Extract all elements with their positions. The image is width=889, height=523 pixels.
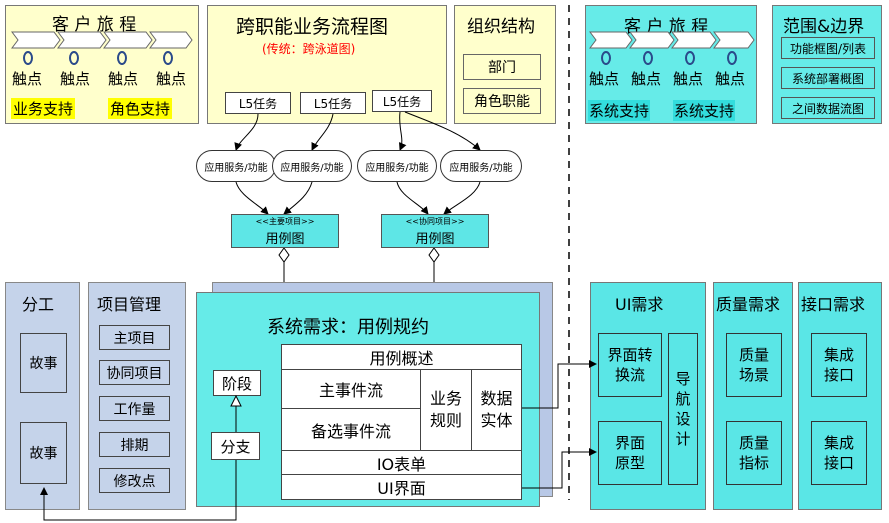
screen-flow-box: 界面转换流 [598,333,662,397]
story-box: 故事 [20,422,67,484]
touchpoint-label: 触点 [673,70,704,88]
touchpoint-label: 触点 [715,70,746,88]
pm-item: 工作量 [99,396,170,421]
usecase-overview: 用例概述 [281,344,522,370]
system-support-label: 系统支持 [673,100,736,121]
touchpoint-label: 触点 [60,70,91,88]
touchpoint-label: 触点 [631,70,662,88]
usecase-coop-box: <<协同项目>> 用例图 [381,214,489,248]
scope-item: 之间数据流图 [781,97,875,119]
usecase-main-stereotype: <<主要项目>> [255,217,315,226]
integration-label: 集成接口 [823,346,854,384]
ui-req-title: UI需求 [615,295,664,314]
usecase-main-label: 用例图 [265,232,305,247]
journey-right-panel: 客 户 旅 程 触点 触点 触点 触点 系统支持 系统支持 [585,5,757,124]
system-support-label: 系统支持 [588,100,651,121]
journey-left-title: 客 户 旅 程 [52,15,137,35]
business-rules: 业务规则 [420,369,472,451]
l5-task-box: L5任务 [372,90,432,112]
quality-title: 质量需求 [716,295,781,314]
app-service-pill: 应用服务/功能 [196,150,276,182]
touchpoint-label: 触点 [108,70,139,88]
interface-title: 接口需求 [801,295,866,314]
nav-design-box: 导航设计 [668,333,698,485]
story-box: 故事 [20,333,67,393]
integration-box: 集成接口 [811,333,867,397]
nav-design-label: 导航设计 [675,370,691,448]
touchpoint-label: 触点 [589,70,620,88]
quality-metric-box: 质量指标 [726,421,782,485]
branch-box: 分支 [211,432,260,460]
scope-item: 系统部署概图 [781,67,875,89]
org-title: 组织结构 [467,17,535,37]
l5-task-box: L5任务 [300,92,366,114]
screen-flow-label: 界面转换流 [607,346,653,384]
department-box: 部门 [463,54,541,80]
pm-item: 协同项目 [99,360,170,385]
spec-title: 系统需求：用例规约 [267,317,429,338]
touchpoint-label: 触点 [156,70,187,88]
usecase-main-box: <<主要项目>> 用例图 [231,214,339,248]
pm-title: 项目管理 [97,295,162,314]
business-rules-label: 业务规则 [429,389,462,430]
pm-item: 主项目 [99,325,170,350]
touchpoint-label: 触点 [12,70,43,88]
cross-function-title: 跨职能业务流程图 [236,16,389,38]
alt-flow: 备选事件流 [281,408,421,451]
quality-scenario-label: 质量场景 [738,346,769,384]
app-service-pill: 应用服务/功能 [272,150,352,182]
quality-scenario-box: 质量场景 [726,333,782,397]
scope-item: 功能框图/列表 [781,37,875,59]
prototype-label: 界面原型 [614,434,645,472]
business-support-label: 业务支持 [11,98,76,119]
pm-item: 修改点 [99,468,170,493]
cross-function-subtitle: (传统：跨泳道图) [262,42,356,56]
journey-right-chevrons [589,31,755,65]
usecase-coop-label: 用例图 [415,232,455,247]
integration-label: 集成接口 [823,434,854,472]
app-service-pill: 应用服务/功能 [357,150,437,182]
usecase-coop-stereotype: <<协同项目>> [405,217,465,226]
prototype-box: 界面原型 [598,421,662,485]
app-service-pill: 应用服务/功能 [440,150,522,182]
journey-left-panel: 客 户 旅 程 触点 触点 触点 触点 业务支持 角色支持 [5,5,199,124]
stage-box: 阶段 [213,370,261,396]
data-entity: 数据实体 [471,369,522,451]
data-entity-label: 数据实体 [480,389,513,430]
scope-title: 范围&边界 [783,17,865,37]
journey-left-chevrons [11,31,193,65]
role-support-label: 角色支持 [108,98,173,119]
io-form: IO表单 [281,450,522,475]
division-title: 分工 [22,295,55,314]
quality-metric-label: 质量指标 [738,434,769,472]
ui-interface: UI界面 [281,474,522,500]
main-flow: 主事件流 [281,369,421,409]
l5-task-box: L5任务 [225,92,291,114]
role-function-box: 角色职能 [463,88,541,114]
pm-item: 排期 [99,432,170,457]
integration-box: 集成接口 [811,421,867,485]
